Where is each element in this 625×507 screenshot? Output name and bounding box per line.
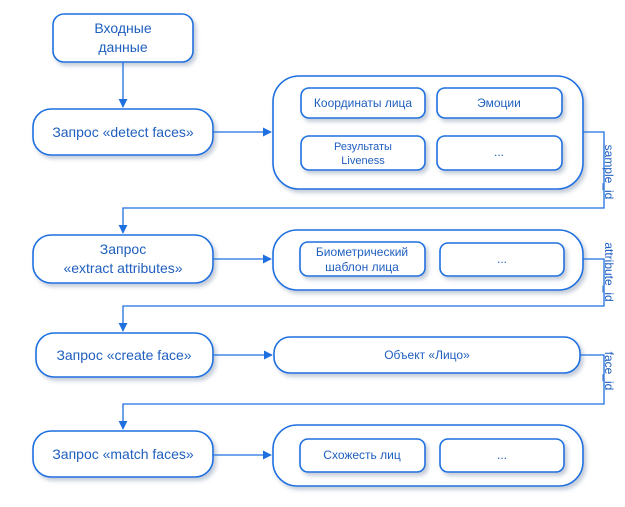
connectors xyxy=(118,62,605,460)
detect-more-box: ... xyxy=(436,135,563,171)
detect-faces-node: Запрос «detect faces» xyxy=(32,108,214,156)
emotions-label: Эмоции xyxy=(477,96,521,110)
match-faces-label: Запрос «match faces» xyxy=(52,446,194,462)
extract-more-box: ... xyxy=(439,242,565,277)
liveness-results-line2: Liveness xyxy=(341,155,385,167)
create-face-node: Запрос «create face» xyxy=(35,332,214,378)
extract-results-container: Биометрический шаблон лица ... xyxy=(272,229,584,291)
extract-attributes-line1: Запрос xyxy=(100,241,146,257)
face-coordinates-box: Координаты лица xyxy=(300,87,426,119)
attribute-id-arrow xyxy=(118,258,605,332)
biometric-template-box: Биометрический шаблон лица xyxy=(299,241,426,277)
face-object-box: Объект «Лицо» xyxy=(273,336,581,374)
create-face-label: Запрос «create face» xyxy=(56,347,191,363)
face-coordinates-label: Координаты лица xyxy=(314,96,413,110)
emotions-box: Эмоции xyxy=(436,87,563,119)
liveness-results-box: Результаты Liveness xyxy=(300,135,426,171)
input-data-line2: данные xyxy=(98,39,147,55)
match-faces-node: Запрос «match faces» xyxy=(32,430,214,478)
liveness-results-line1: Результаты xyxy=(334,141,392,153)
sample-id-label: sample_id xyxy=(602,145,616,200)
face-similarity-box: Схожесть лиц xyxy=(299,438,426,473)
extract-more-label: ... xyxy=(497,252,507,266)
input-data-line1: Входные xyxy=(94,20,151,36)
match-more-box: ... xyxy=(439,438,565,473)
face-similarity-label: Схожесть лиц xyxy=(323,448,401,462)
biometric-template-line2: шаблон лица xyxy=(325,260,399,274)
detect-more-label: ... xyxy=(494,145,504,159)
detect-faces-label: Запрос «detect faces» xyxy=(52,124,194,140)
face-id-label: face_id xyxy=(602,352,616,391)
detect-results-container: Координаты лица Эмоции Результаты Livene… xyxy=(272,75,584,190)
match-results-container: Схожесть лиц ... xyxy=(272,424,584,487)
extract-attributes-line2: «extract attributes» xyxy=(63,260,182,276)
face-id-arrow xyxy=(118,354,605,430)
input-data-node: Входные данные xyxy=(52,13,194,63)
attribute-id-label: attribute_id xyxy=(602,242,616,301)
match-more-label: ... xyxy=(497,448,507,462)
biometric-template-line1: Биометрический xyxy=(316,245,408,259)
sample-id-arrow xyxy=(118,131,605,234)
extract-attributes-node: Запрос «extract attributes» xyxy=(32,234,214,284)
face-object-label: Объект «Лицо» xyxy=(384,348,470,362)
